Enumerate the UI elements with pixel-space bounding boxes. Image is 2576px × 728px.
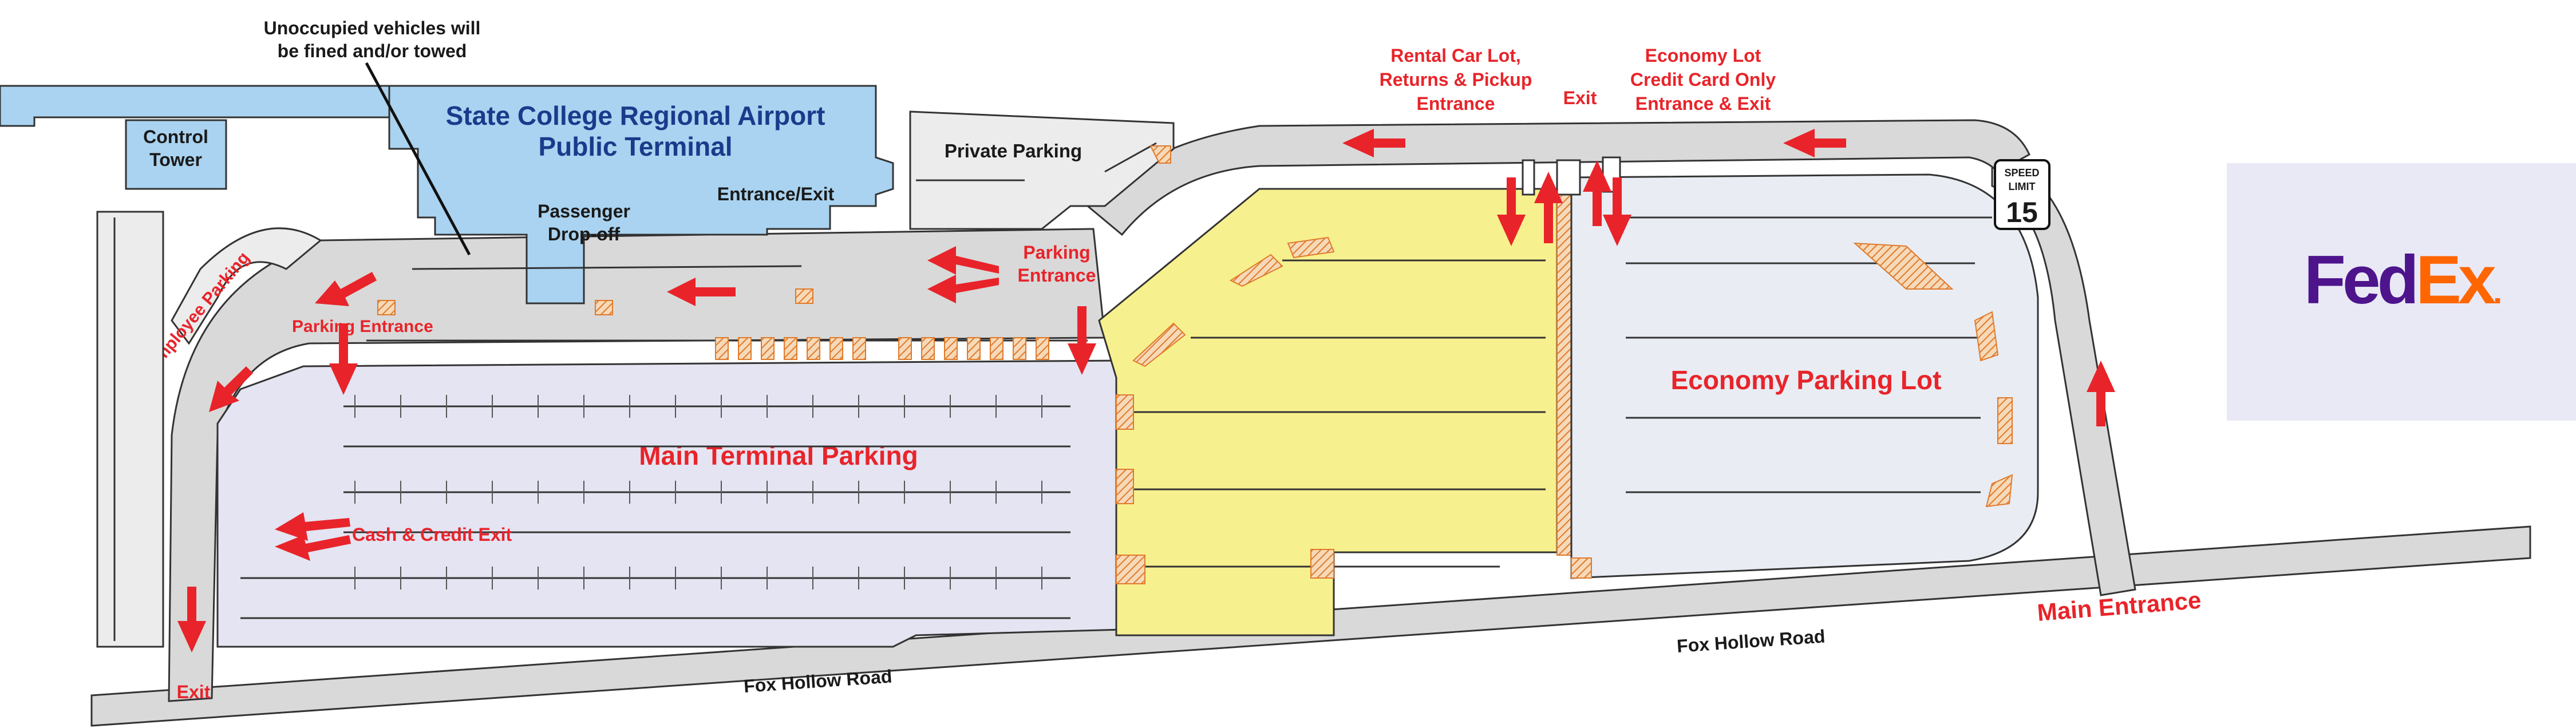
rental-label-1: Rental Car Lot, [1390,45,1521,66]
cash-credit-exit-label: Cash & Credit Exit [352,524,512,545]
passenger-dropoff-1: Passenger [538,201,630,221]
economy-parking-label: Economy Parking Lot [1671,365,1942,395]
speed-limit-value: 15 [2006,196,2038,228]
economy-sign-3: Entrance & Exit [1635,93,1771,114]
fedex-fed: Fed [2304,242,2416,318]
parking-entrance-left-label: Parking Entrance [292,317,433,336]
rental-lot-parking-rows [1133,259,1546,568]
employee-parking-lot [171,227,322,345]
direction-arrows [177,129,2115,652]
terminal-title-1: State College Regional Airport [446,101,825,130]
economy-sign-2: Credit Card Only [1630,69,1776,90]
control-tower-building [125,119,227,190]
economy-sign-1: Economy Lot [1645,45,1761,66]
speed-limit-sign: SPEED LIMIT 15 [1994,159,2050,230]
rental-lot-hatches [1116,236,1335,584]
rental-label-3: Entrance [1417,93,1495,114]
fox-hollow-road-label-2: Fox Hollow Road [1676,626,1826,656]
control-tower-label-2: Tower [149,149,202,170]
notice-pointer [365,62,471,256]
main-terminal-parking-label: Main Terminal Parking [639,441,918,470]
terminal-entrance-exit: Entrance/Exit [717,184,835,204]
fedex-ex: Ex [2416,242,2496,318]
parking-entrance-mid-label-2: Entrance [1018,265,1096,286]
unoccupied-notice-2: be fined and/or towed [278,41,467,61]
speed-limit-line1: SPEED [2004,167,2039,179]
main-lot-stall-ticks [354,395,1042,589]
terminal-frontage-road [168,228,1106,702]
parking-entrance-mid-label-1: Parking [1023,242,1090,263]
fedex-panel [2227,163,2576,421]
passenger-dropoff-2: Drop-off [548,224,621,244]
exit-bottom-label: Exit [177,682,211,702]
rental-exit-label: Exit [1563,88,1597,108]
private-parking-label: Private Parking [945,140,1082,161]
main-entrance-label: Main Entrance [2036,587,2202,626]
private-parking-stalls [916,142,1157,181]
economy-lot-hatches [1571,242,2013,579]
terminal-title-2: Public Terminal [538,132,732,161]
control-tower-label-1: Control [143,126,208,147]
private-hatch [1149,145,1171,164]
unoccupied-notice-1: Unoccupied vehicles will [264,18,481,38]
rental-label-2: Returns & Pickup [1380,69,1532,90]
private-parking-lot [909,110,1175,230]
fedex-logo: FedEx. [2304,242,2500,318]
terminal-building [388,85,894,304]
main-terminal-parking-lot [216,359,1123,648]
accessible-spots-main [377,288,1049,360]
rental-divider-hatch [1556,188,1572,556]
speed-limit-line2: LIMIT [2009,181,2036,192]
left-parking-strip [96,211,164,648]
